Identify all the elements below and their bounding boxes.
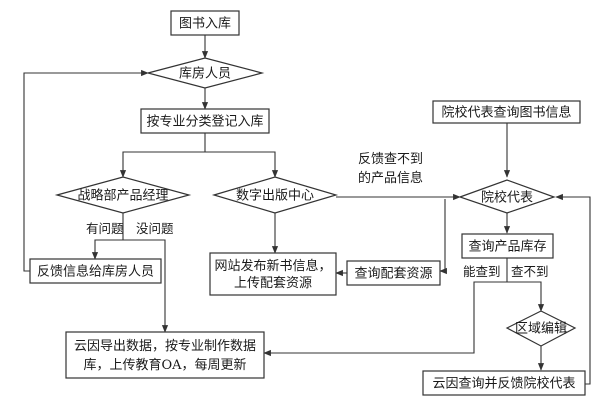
note-not-found-feedback: 反馈查不到 的产品信息 <box>358 152 423 186</box>
node-query-resources: 查询配套资源 <box>346 260 441 286</box>
node-cloud-query-feedback-label: 云因查询并反馈院校代表 <box>432 376 575 392</box>
label-has-problem: 有问题 <box>86 221 124 236</box>
node-cloud-export-line2: 库，上传教育OA，每周更新 <box>83 357 246 373</box>
node-book-in: 图书入库 <box>170 10 240 36</box>
edge-strategy-to-cloud-export <box>123 239 169 333</box>
node-publish-new-book-line2: 上传配套资源 <box>234 275 312 291</box>
node-cloud-export-line1: 云因导出数据，按专业制作数据 <box>74 339 256 354</box>
node-digital-center: 数字出版中心 <box>211 176 339 214</box>
node-region-edit: 区域编辑 <box>505 310 577 347</box>
node-school-rep-query-label: 院校代表查询图书信息 <box>441 105 571 121</box>
node-publish-new-book-line1: 网站发布新书信息， <box>214 258 331 274</box>
node-school-rep: 院校代表 <box>458 179 556 214</box>
label-no-problem: 没问题 <box>136 221 174 236</box>
node-strategy-manager-label: 战略部产品经理 <box>77 188 168 204</box>
node-warehouse-staff: 库房人员 <box>145 57 265 89</box>
node-register-by-major-label: 按专业分类登记入库 <box>146 114 263 130</box>
node-book-in-label: 图书入库 <box>179 16 231 32</box>
node-register-by-major: 按专业分类登记入库 <box>140 108 270 134</box>
node-school-rep-query: 院校代表查询图书信息 <box>432 100 581 124</box>
edge-cloud-query-to-school-rep <box>555 193 591 385</box>
node-warehouse-staff-label: 库房人员 <box>179 66 231 82</box>
node-query-resources-label: 查询配套资源 <box>354 266 432 282</box>
edge-feedback-to-warehouse <box>23 69 149 272</box>
edge-register-to-digital <box>205 151 279 178</box>
label-not-found: 查不到 <box>511 264 549 279</box>
node-digital-center-label: 数字出版中心 <box>236 189 314 204</box>
edge-strategy-to-feedback <box>91 213 124 260</box>
node-region-edit-label: 区域编辑 <box>515 322 567 337</box>
node-query-inventory: 查询产品库存 <box>461 233 554 259</box>
node-publish-new-book: 网站发布新书信息， 上传配套资源 <box>209 252 337 296</box>
node-cloud-query-feedback: 云因查询并反馈院校代表 <box>422 370 586 396</box>
node-query-inventory-label: 查询产品库存 <box>468 239 546 255</box>
connectors <box>23 35 591 385</box>
node-cloud-export: 云因导出数据，按专业制作数据 库，上传教育OA，每周更新 <box>65 331 265 379</box>
node-strategy-manager: 战略部产品经理 <box>54 176 192 214</box>
note-line-2: 的产品信息 <box>358 170 423 186</box>
edge-register-to-strategy <box>119 133 206 178</box>
edge-inventory-to-cloud-export <box>263 258 508 357</box>
node-feedback-to-warehouse-label: 反馈信息给库房人员 <box>37 264 154 280</box>
edge-school-rep-to-resources <box>440 199 446 272</box>
node-feedback-to-warehouse: 反馈信息给库房人员 <box>29 258 162 284</box>
label-found: 能查到 <box>463 264 501 279</box>
node-school-rep-label: 院校代表 <box>481 190 533 206</box>
note-line-1: 反馈查不到 <box>358 152 423 167</box>
edge-inventory-to-region-edit <box>507 281 545 312</box>
